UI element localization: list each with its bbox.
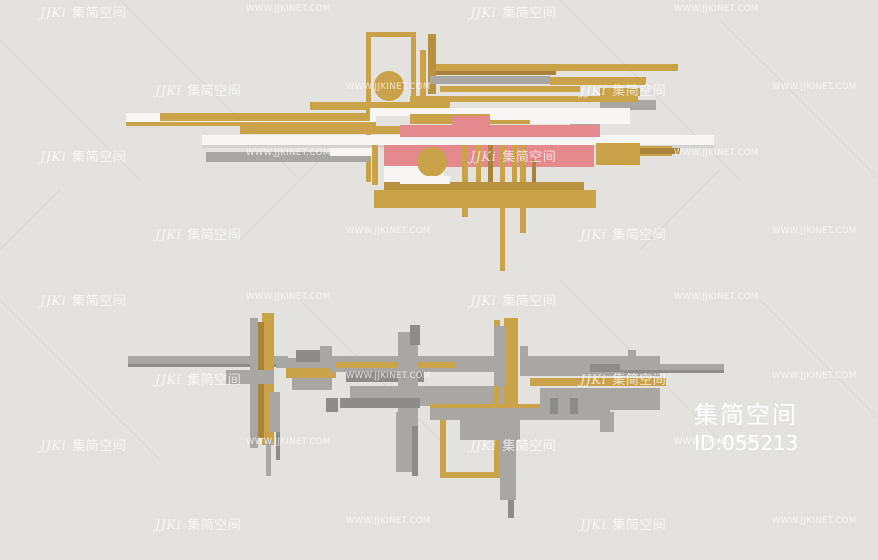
brand-name: 集简空间 [694, 401, 798, 429]
brand-stamp: 集简空间 ID:055213 [694, 400, 798, 456]
top-wall-sculpture [126, 32, 714, 271]
brand-id: ID:055213 [694, 431, 799, 455]
bottom-wall-sculpture [128, 313, 724, 518]
